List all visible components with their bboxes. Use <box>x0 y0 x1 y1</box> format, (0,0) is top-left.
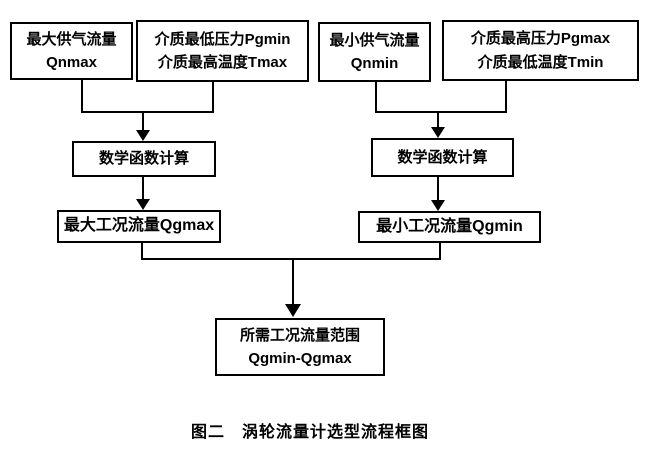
node-min-operating-flow-label: 最小工况流量Qgmin <box>376 217 523 235</box>
node-max-operating-flow-label: 最大工况流量Qgmax <box>63 217 215 235</box>
node-max-supply-flow: 最大供气流量 Qnmax <box>10 22 133 80</box>
node-math-calc-left-label: 数学函数计算 <box>98 150 189 168</box>
node-min-operating-flow: 最小工况流量Qgmin <box>358 211 541 243</box>
figure-caption: 图二 涡轮流量计选型流程框图 <box>190 424 429 441</box>
node-max-operating-flow: 最大工况流量Qgmax <box>57 210 221 243</box>
node-max-supply-flow-symbol: Qnmax <box>46 54 97 71</box>
node-required-flow-range-label: 所需工况流量范围 <box>239 326 360 344</box>
node-max-temp-label: 介质最高温度Tmax <box>157 54 288 71</box>
node-min-temp-label: 介质最低温度Tmin <box>477 53 604 71</box>
node-min-pressure-label: 介质最低压力Pgmin <box>154 30 291 48</box>
node-math-calc-right-label: 数学函数计算 <box>397 148 488 166</box>
connector-left-top-merge <box>81 79 214 132</box>
node-min-pressure-max-temp: 介质最低压力Pgmin 介质最高温度Tmax <box>136 20 309 82</box>
node-max-pressure-min-temp: 介质最高压力Pgmax 介质最低温度Tmin <box>442 20 639 81</box>
node-min-supply-flow: 最小供气流量 Qnmin <box>318 22 431 82</box>
node-required-flow-range: 所需工况流量范围 Qgmin-Qgmax <box>215 318 385 376</box>
connector-bottom-merge <box>141 243 441 306</box>
node-max-pressure-label: 介质最高压力Pgmax <box>470 30 611 48</box>
node-math-calc-left: 数学函数计算 <box>72 141 216 177</box>
node-math-calc-right: 数学函数计算 <box>371 138 514 177</box>
arrowhead-result <box>285 304 301 317</box>
node-required-flow-range-value: Qgmin-Qgmax <box>248 350 352 367</box>
arrowhead-qgmin <box>431 200 445 211</box>
arrowhead-left-top <box>136 130 150 141</box>
arrowhead-right-top <box>431 127 445 138</box>
arrowhead-qgmax <box>136 199 150 210</box>
node-min-supply-flow-label: 最小供气流量 <box>329 31 420 49</box>
node-min-supply-flow-symbol: Qnmin <box>350 55 399 72</box>
connector-right-top-merge <box>375 80 507 128</box>
node-max-supply-flow-label: 最大供气流量 <box>26 30 117 48</box>
